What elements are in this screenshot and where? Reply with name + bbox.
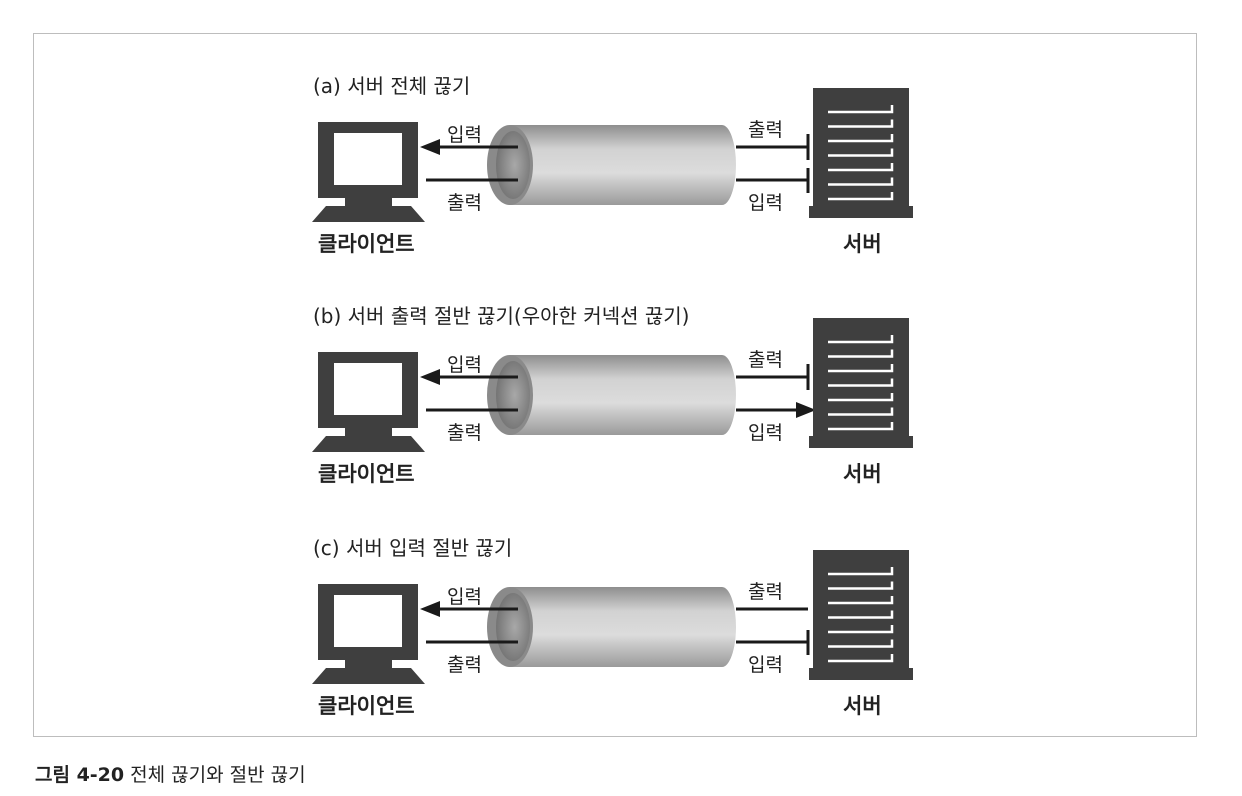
arrowhead-icon	[420, 369, 440, 385]
section-title: (a) 서버 전체 끊기	[313, 74, 470, 98]
client-input-label: 입력	[447, 586, 482, 608]
connection-pipe	[487, 355, 736, 435]
figure-number: 그림 4-20	[35, 764, 125, 786]
server-icon	[809, 88, 913, 218]
section-b: (b) 서버 출력 절반 끊기(우아한 커넥션 끊기)클라이언트입력출력출력입력…	[312, 304, 913, 486]
figure-frame	[33, 33, 1197, 737]
client-label: 클라이언트	[318, 232, 415, 256]
figure-caption-text: 전체 끊기와 절반 끊기	[130, 764, 306, 786]
client-computer-icon	[312, 352, 425, 452]
client-computer-icon	[312, 122, 425, 222]
server-output-label: 출력	[748, 581, 783, 603]
arrowhead-icon	[420, 601, 440, 617]
arrowhead-icon	[420, 139, 440, 155]
client-output-label: 출력	[447, 192, 482, 214]
client-input-label: 입력	[447, 124, 482, 146]
client-label: 클라이언트	[318, 694, 415, 718]
client-input-label: 입력	[447, 354, 482, 376]
client-output-label: 출력	[447, 422, 482, 444]
server-output-label: 출력	[748, 349, 783, 371]
connection-pipe	[487, 587, 736, 667]
connection-pipe	[487, 125, 736, 205]
client-label: 클라이언트	[318, 462, 415, 486]
section-title: (b) 서버 출력 절반 끊기(우아한 커넥션 끊기)	[313, 304, 689, 328]
server-input-label: 입력	[748, 422, 783, 444]
server-label: 서버	[843, 694, 882, 718]
client-computer-icon	[312, 584, 425, 684]
client-output-label: 출력	[447, 654, 482, 676]
server-label: 서버	[843, 462, 882, 486]
server-input-label: 입력	[748, 654, 783, 676]
server-output-label: 출력	[748, 119, 783, 141]
server-input-label: 입력	[748, 192, 783, 214]
server-label: 서버	[843, 232, 882, 256]
section-title: (c) 서버 입력 절반 끊기	[313, 536, 512, 560]
server-icon	[809, 318, 913, 448]
server-icon	[809, 550, 913, 680]
arrowhead-icon	[796, 402, 816, 418]
